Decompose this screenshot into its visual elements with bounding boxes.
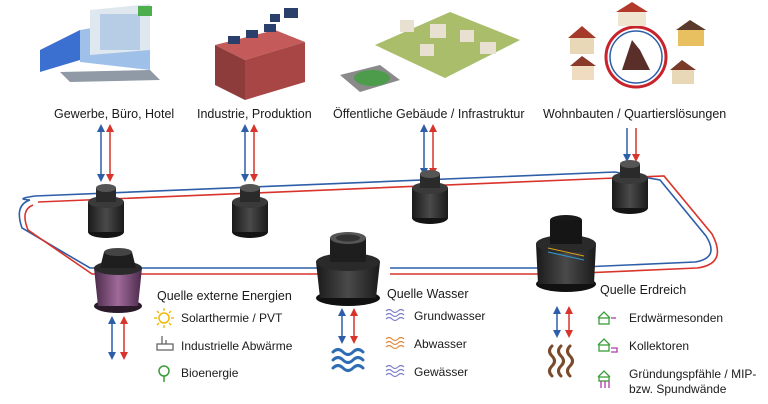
substation-industrie — [232, 184, 268, 238]
office-building-illustration — [40, 4, 160, 82]
arrow-pair-wohnbauten — [623, 128, 640, 162]
water-source-arrows — [338, 308, 358, 344]
consumer-arrows — [97, 124, 640, 182]
residential-illustration — [568, 2, 706, 89]
external-item-waste-heat: Industrielle Abwärme — [181, 339, 293, 353]
geothermal-probe-icon — [597, 311, 616, 325]
source-chamber-water — [316, 232, 380, 306]
source-title-water: Quelle Wasser — [387, 287, 469, 301]
external-source-arrows — [108, 316, 128, 360]
surface-water-icon — [385, 364, 405, 378]
substation-wohnbauten — [612, 160, 648, 214]
wastewater-icon — [385, 336, 405, 350]
water-item-groundwater: Grundwasser — [414, 309, 486, 323]
external-item-solar: Solarthermie / PVT — [181, 311, 283, 325]
groundwater-icon — [385, 308, 405, 322]
ring-pipeline — [18, 171, 719, 275]
arrow-pair-oeffentlich — [420, 124, 437, 176]
water-item-surface-water: Gewässer — [414, 365, 469, 379]
consumer-label-oeffentlich: Öffentliche Gebäude / Infrastruktur — [333, 107, 525, 121]
consumer-label-wohnbauten: Wohnbauten / Quartierslösungen — [543, 107, 727, 121]
substation-oeffentlich — [412, 170, 448, 224]
public-buildings-illustration — [340, 12, 520, 92]
external-item-bioenergy: Bioenergie — [181, 366, 239, 380]
arrow-pair-gewerbe — [97, 124, 114, 182]
source-title-external: Quelle externe Energien — [157, 289, 292, 303]
ground-item-piles-line1: Gründungspfähle / MIP- — [629, 367, 757, 381]
collector-icon — [597, 338, 618, 353]
source-chamber-external — [94, 248, 142, 313]
sun-icon — [154, 308, 174, 328]
water-item-wastewater: Abwasser — [414, 337, 467, 351]
ground-item-probes: Erdwärmesonden — [629, 311, 724, 325]
substation-gewerbe — [88, 184, 124, 238]
ground-heat-icon — [548, 344, 574, 378]
cold-line-ring — [18, 171, 712, 269]
factory-icon — [156, 336, 174, 351]
foundation-pile-icon — [597, 370, 611, 388]
ground-item-piles-line2: bzw. Spundwände — [629, 382, 727, 396]
source-title-ground: Quelle Erdreich — [600, 283, 687, 297]
consumer-label-industrie: Industrie, Produktion — [197, 107, 312, 121]
industry-building-illustration — [215, 8, 305, 100]
ground-item-collectors: Kollektoren — [629, 339, 690, 353]
ground-source-arrows — [553, 306, 573, 338]
source-chamber-ground — [536, 215, 596, 292]
water-waves-icon — [331, 348, 365, 372]
arrow-pair-industrie — [241, 124, 258, 182]
warm-line-ring — [24, 175, 719, 275]
leaf-icon — [158, 365, 170, 382]
consumer-label-gewerbe: Gewerbe, Büro, Hotel — [54, 107, 175, 121]
